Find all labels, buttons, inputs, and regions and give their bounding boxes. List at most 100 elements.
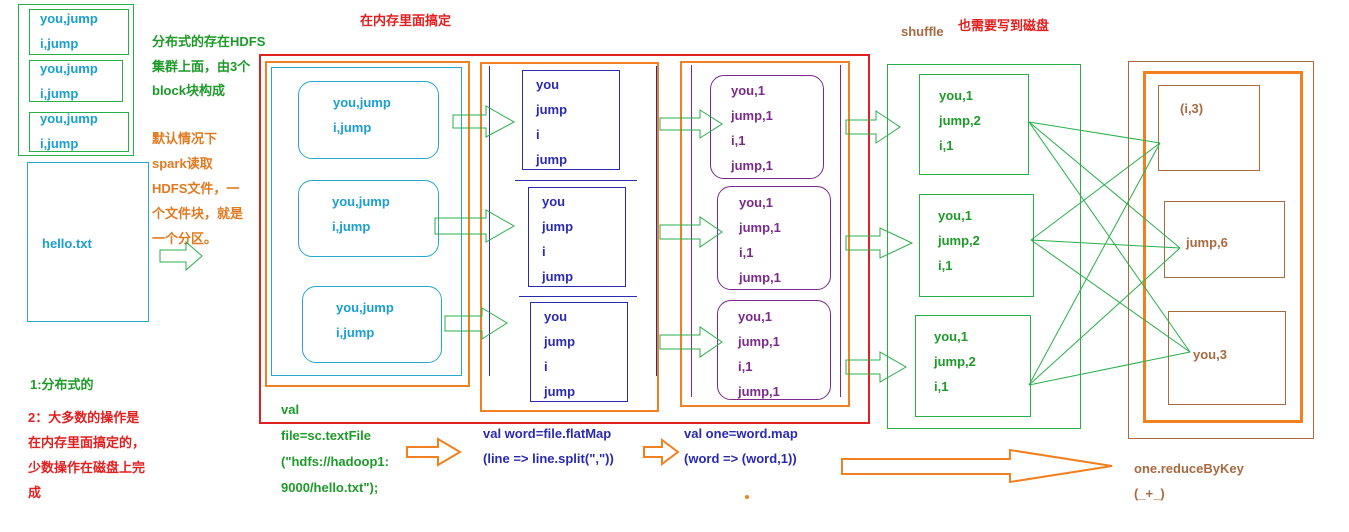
stage3-p1-l4: jump,1 bbox=[731, 158, 773, 173]
shuffle-label: shuffle bbox=[901, 24, 944, 39]
arrow-s3-sh-3 bbox=[845, 351, 908, 383]
hdfs-block-2-line2: i,jump bbox=[40, 86, 79, 101]
stage3-p3-l4: jump,1 bbox=[738, 384, 780, 399]
stage3-p2-l4: jump,1 bbox=[739, 270, 781, 285]
result-region-outer bbox=[1128, 61, 1314, 439]
result-rdd bbox=[1143, 71, 1303, 423]
shuffle-p1-l1: you,1 bbox=[939, 88, 973, 103]
result-p2-value: jump,6 bbox=[1186, 235, 1228, 250]
stage1-p1-line1: you,jump bbox=[333, 95, 391, 110]
memory-title: 在内存里面搞定 bbox=[360, 13, 452, 28]
note-default-1: 默认情况下 bbox=[152, 131, 218, 146]
stage3-p3-l3: i,1 bbox=[738, 359, 753, 374]
hello-txt-label: hello.txt bbox=[42, 236, 92, 251]
note-memory-3: 少数操作在磁盘上完 bbox=[28, 460, 146, 475]
stage1-p3-line2: i,jump bbox=[336, 325, 375, 340]
hdfs-block-1-line1: you,jump bbox=[40, 11, 98, 26]
arrow-code-2 bbox=[643, 438, 680, 466]
hdfs-block-3-line1: you,jump bbox=[40, 111, 98, 126]
stage3-p2-l3: i,1 bbox=[739, 245, 754, 260]
note-hdfs-1: 分布式的存在HDFS bbox=[152, 34, 266, 49]
stage2-rdd bbox=[480, 62, 659, 412]
stage2-p2-w1: you bbox=[542, 194, 566, 209]
arrow-s2-s3-1 bbox=[659, 109, 723, 139]
hdfs-block-3-line2: i,jump bbox=[40, 136, 79, 151]
arrow-code-3 bbox=[841, 448, 1113, 484]
shuffle-p1-l3: i,1 bbox=[939, 138, 954, 153]
result-partition-1 bbox=[1158, 85, 1260, 171]
note-memory-2: 在内存里面搞定的， bbox=[28, 435, 146, 450]
stage3-p2-l2: jump,1 bbox=[739, 220, 781, 235]
shuffle-p2-l3: i,1 bbox=[938, 258, 953, 273]
stage3-p1-l3: i,1 bbox=[731, 133, 746, 148]
shuffle-cross-lines bbox=[1028, 121, 1191, 386]
stage2-p2-w3: i bbox=[542, 244, 546, 259]
stage1-p2-line2: i,jump bbox=[332, 219, 371, 234]
stage2-code-2: (line => line.split(",")) bbox=[483, 451, 614, 466]
note-hdfs-2: 集群上面，由3个 bbox=[152, 59, 251, 74]
stage2-separator-1 bbox=[515, 180, 637, 181]
stage2-p1-w2: jump bbox=[536, 102, 568, 117]
note-memory-1: 2：大多数的操作是 bbox=[28, 410, 140, 425]
note-default-2: spark读取 bbox=[152, 156, 213, 171]
stage1-code-4: 9000/hello.txt"); bbox=[281, 480, 379, 495]
shuffle-p3-l1: you,1 bbox=[934, 329, 968, 344]
stage3-partition-3 bbox=[717, 300, 831, 400]
shuffle-note: 也需要写到磁盘 bbox=[958, 18, 1050, 33]
arrow-s1-s2-2 bbox=[434, 209, 516, 243]
shuffle-p1-l2: jump,2 bbox=[939, 113, 981, 128]
stage3-inner bbox=[691, 65, 841, 397]
stage2-partition-2 bbox=[528, 187, 626, 287]
hello-txt-file bbox=[27, 162, 149, 322]
note-distributed: 1:分布式的 bbox=[30, 377, 94, 392]
arrow-code-1 bbox=[406, 437, 462, 467]
shuffle-p3-l3: i,1 bbox=[934, 379, 949, 394]
result-p3-value: you,3 bbox=[1193, 347, 1227, 362]
result-p1-value: (i,3) bbox=[1180, 101, 1204, 116]
stage2-p3-w2: jump bbox=[544, 334, 576, 349]
stage3-code-1: val one=word.map bbox=[684, 426, 798, 441]
note-memory-4: 成 bbox=[28, 485, 42, 500]
stage1-p3-line1: you,jump bbox=[336, 300, 394, 315]
shuffle-partition-2 bbox=[919, 194, 1034, 297]
stage2-code-1: val word=file.flatMap bbox=[483, 426, 612, 441]
stage3-p3-l1: you,1 bbox=[738, 309, 772, 324]
note-default-5: 一个分区。 bbox=[152, 231, 218, 246]
result-partition-2 bbox=[1164, 201, 1285, 278]
stage2-p1-w4: jump bbox=[536, 152, 568, 167]
stage2-p2-w4: jump bbox=[542, 269, 574, 284]
shuffle-p3-l2: jump,2 bbox=[934, 354, 976, 369]
stage3-code-2: (word => (word,1)) bbox=[684, 451, 797, 466]
shuffle-p2-l1: you,1 bbox=[938, 208, 972, 223]
shuffle-p2-l2: jump,2 bbox=[938, 233, 980, 248]
arrow-s3-sh-1 bbox=[845, 110, 901, 144]
stage2-separator-2 bbox=[519, 296, 637, 297]
orange-dot bbox=[745, 495, 749, 499]
stage2-partition-1 bbox=[522, 70, 620, 170]
stage2-inner bbox=[489, 66, 657, 376]
result-partition-3 bbox=[1168, 311, 1286, 405]
hdfs-block-2-line1: you,jump bbox=[40, 61, 98, 76]
stage1-rdd bbox=[265, 61, 470, 387]
stage1-code-2: file=sc.textFile bbox=[281, 428, 371, 443]
stage2-p1-w3: i bbox=[536, 127, 540, 142]
stage1-code-1: val bbox=[281, 402, 300, 417]
shuffle-region bbox=[887, 64, 1081, 429]
stage1-code-3: ("hdfs://hadoop1: bbox=[281, 454, 389, 469]
shuffle-partition-1 bbox=[919, 74, 1029, 175]
stage1-inner bbox=[271, 67, 462, 376]
stage3-partition-1 bbox=[710, 75, 824, 179]
stage2-p3-w4: jump bbox=[544, 384, 576, 399]
hdfs-blocks-container bbox=[18, 4, 134, 156]
stage3-rdd bbox=[680, 61, 850, 407]
hdfs-block-1-line2: i,jump bbox=[40, 36, 79, 51]
stage2-p1-w1: you bbox=[536, 77, 560, 92]
stage3-p1-l1: you,1 bbox=[731, 83, 765, 98]
stage2-p3-w3: i bbox=[544, 359, 548, 374]
stage3-p3-l2: jump,1 bbox=[738, 334, 780, 349]
stage1-partition-3 bbox=[302, 286, 442, 363]
shuffle-partition-3 bbox=[915, 315, 1031, 417]
stage3-partition-2 bbox=[717, 186, 831, 290]
result-code-2: (_+_) bbox=[1134, 486, 1165, 501]
